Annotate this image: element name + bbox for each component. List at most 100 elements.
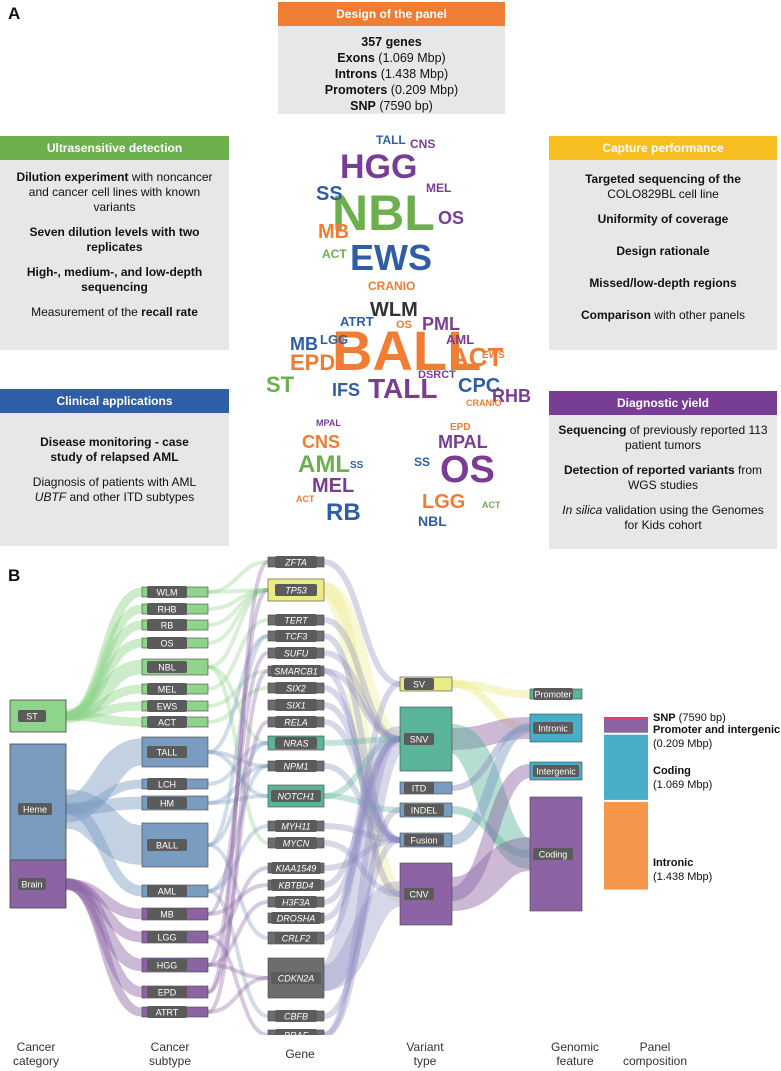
sankey-flow (323, 807, 401, 1035)
sankey-flow (322, 582, 402, 747)
gene-kiaa1549-label-bg (271, 862, 321, 874)
column-label-subtype: Cancer subtype (148, 1040, 192, 1068)
sankey-flow (64, 789, 144, 865)
subtype-tall-label-bg (147, 746, 187, 758)
wc-head-7: ACT (322, 247, 347, 261)
sankey-flow (451, 723, 531, 845)
wc-torso-10: IFS (332, 380, 360, 400)
subtype-os-label-bg (147, 637, 187, 649)
sankey-flow (323, 736, 401, 746)
wc-lf-0: CNS (302, 432, 340, 452)
wc-rf-0: OS (440, 449, 495, 491)
variant-fusion-label-bg (404, 834, 444, 846)
sankey-flow (207, 560, 269, 994)
sankey-flow (207, 588, 269, 967)
sankey-flow (207, 750, 269, 798)
gene-cdkn2a-label-bg (271, 972, 321, 984)
sankey-flow (322, 736, 402, 1035)
variant-indel-label-bg (404, 804, 444, 816)
panel-a-label: A (8, 4, 21, 23)
diagnostic-body: Sequencing of previously reported 113 pa… (549, 415, 777, 549)
gene-zfta-label-bg (275, 556, 317, 568)
diagnostic-p1: Sequencing of previously reported 113 pa… (558, 423, 768, 452)
category-st-label: ST (26, 712, 38, 722)
subtype-ball-label-bg (147, 839, 187, 851)
sankey-flow (323, 668, 401, 742)
subtype-aml-label: AML (158, 887, 177, 897)
subtype-tall-label: TALL (157, 748, 178, 758)
gene-braf-label: BRAF (284, 1031, 309, 1036)
diagnostic-p2: Detection of reported variants from WGS … (563, 463, 763, 492)
capture-p3: Design rationale (616, 244, 710, 258)
sankey-flow (323, 840, 401, 897)
wc-torso-11: TALL (368, 373, 437, 404)
gene-kbtbd4-label-bg (271, 879, 321, 891)
subtype-epd-label-bg (147, 986, 187, 998)
clinical-p2: Diagnosis of patients with AML UBTF and … (32, 475, 197, 504)
sankey-flow (207, 889, 269, 1018)
gene-notch1-label: NOTCH1 (277, 792, 314, 802)
design-panel-body: 357 genes Exons (1.069 Mbp) Introns (1.4… (278, 26, 505, 114)
gene-kiaa1549-label: KIAA1549 (276, 864, 317, 874)
subtype-rb-label-bg (147, 619, 187, 631)
sankey-flow (207, 669, 269, 1014)
wc-lf-1: AML (298, 451, 350, 478)
sankey-flow (207, 883, 269, 916)
wc-torso-12: CPC (458, 375, 500, 397)
wc-rf-2: LGG (422, 491, 465, 513)
wc-head-5: OS (438, 208, 464, 228)
variant-snv-label: SNV (410, 735, 429, 745)
design-introns: Introns (1.438 Mbp) (334, 67, 449, 81)
gene-nras-label-bg (275, 737, 317, 749)
category-brain-label-bg (18, 878, 46, 890)
composition-snp-label: SNP (7590 bp) (653, 712, 726, 724)
subtype-rhb-label-bg (147, 603, 187, 615)
subtype-wlm-label-bg (147, 586, 187, 598)
design-panel-header: Design of the panel (278, 2, 505, 26)
wc-torso-16: OS (396, 319, 412, 331)
subtype-lgg-label: LGG (157, 933, 176, 943)
sankey-flow (65, 878, 143, 943)
wc-head-3: SS (316, 183, 343, 205)
gene-smarcb1-label: SMARCB1 (274, 667, 318, 677)
sankey-flow (207, 588, 269, 611)
ultrasensitive-header: Ultrasensitive detection (0, 136, 229, 160)
subtype-ews-label-bg (147, 700, 187, 712)
clinical-body: Disease monitoring - case study of relap… (0, 413, 229, 546)
column-label-variant: Variant type (406, 1040, 444, 1068)
wc-torso-5: AML (446, 332, 474, 347)
gene-h3f3a-label: H3F3A (282, 898, 310, 908)
clinical-p1: Disease monitoring - case study of relap… (40, 435, 189, 464)
subtype-rhb-label: RHB (157, 605, 176, 615)
gene-sufu-label-bg (275, 647, 317, 659)
wc-lf-4: MPAL (316, 418, 341, 428)
sankey-flow (207, 741, 269, 847)
variant-fusion-label: Fusion (410, 836, 437, 846)
word-cloud-figure: HGG NBL EWS SS MB OS MEL ACT CRANIO TALL… (266, 133, 531, 529)
gene-rela-label: RELA (284, 718, 308, 728)
subtype-ball-label: BALL (156, 841, 178, 851)
category-brain-label: Brain (21, 880, 42, 890)
sankey-flow (323, 837, 401, 871)
wc-head-1: NBL (332, 185, 435, 241)
wc-rf-4: EPD (450, 422, 471, 433)
gene-rela-label-bg (275, 716, 317, 728)
sankey-flow (323, 681, 401, 941)
sankey-flow (65, 796, 143, 816)
wc-head-8: CRANIO (368, 279, 415, 293)
sankey-flow (323, 793, 401, 813)
subtype-nbl-label: NBL (158, 663, 176, 673)
sankey-flow (207, 669, 269, 708)
gene-drosha-label-bg (271, 912, 321, 924)
sankey-flow (448, 724, 534, 869)
wc-rf-3: NBL (418, 513, 447, 529)
capture-p4: Missed/low-depth regions (589, 276, 737, 290)
diagnostic-p3: In silica validation using the Genomes f… (562, 503, 764, 532)
sankey-diagram: STHemeBrainWLMRHBRBOSNBLMELEWSACTTALLLCH… (9, 556, 648, 1036)
sankey-flow (321, 582, 403, 902)
gene-cdkn2a-label: CDKN2A (278, 974, 315, 984)
gene-braf-label-bg (275, 1029, 317, 1035)
wc-torso-6: ACT (450, 342, 504, 372)
wc-head-10: CNS (410, 137, 435, 151)
